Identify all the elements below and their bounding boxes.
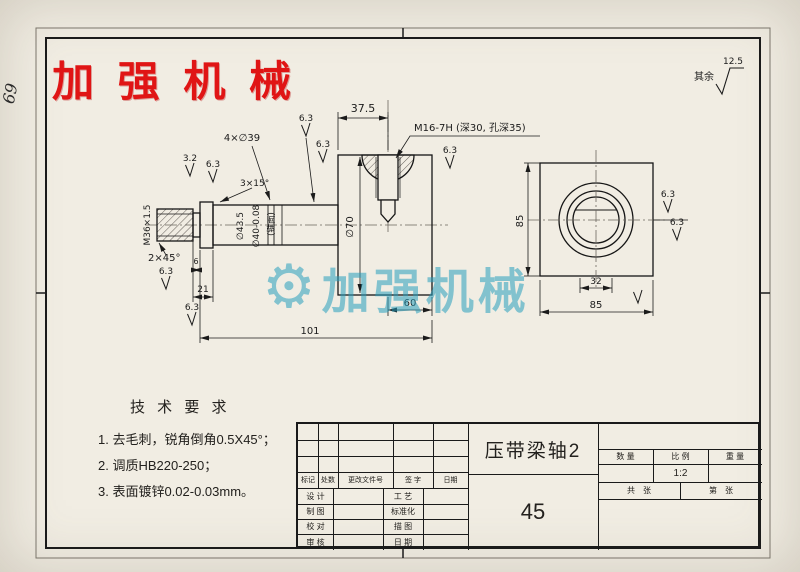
dim-chamfer-3x15: 3×15° bbox=[240, 179, 269, 189]
company-logo-text: 加 强 机 械 bbox=[52, 58, 298, 105]
title-block: 标记 处数 更改文件号 签 字 日期 设 计 工 艺 制 图 标准化 校 对 描… bbox=[296, 422, 762, 550]
sign-check: 校 对 bbox=[306, 522, 325, 531]
dim-85-side: 85 bbox=[515, 215, 526, 228]
dim-dia-70: ∅70 bbox=[345, 216, 356, 237]
sheet-border-frame bbox=[35, 27, 771, 559]
dim-101: 101 bbox=[300, 326, 319, 337]
tech-req-item: 1. 去毛刺，锐角倒角0.5X45°； bbox=[98, 432, 276, 447]
general-roughness-value: 12.5 bbox=[723, 57, 743, 67]
sign-standardization: 标准化 bbox=[391, 507, 415, 516]
material-grade: 45 bbox=[520, 499, 546, 524]
rev-header-docno: 更改文件号 bbox=[348, 477, 383, 484]
roughness-6-3: 6.3 bbox=[670, 218, 684, 228]
main-view bbox=[145, 100, 448, 296]
dim-21: 21 bbox=[197, 285, 208, 295]
dim-85-bottom: 85 bbox=[590, 300, 603, 311]
roughness-3-2: 3.2 bbox=[183, 154, 197, 164]
sheets-total: 共 张 bbox=[627, 486, 651, 495]
tech-req-title: 技 术 要 求 bbox=[130, 399, 231, 416]
end-view bbox=[528, 150, 665, 290]
sign-trace: 描 图 bbox=[393, 522, 413, 531]
dim-6: 6 bbox=[193, 257, 198, 266]
dimension-texts: 37.5 M16-7H (深30, 孔深35) 4×∅39 3.2 6.3 6.… bbox=[143, 102, 684, 337]
dim-dia-43-5: ∅43.5 bbox=[236, 212, 246, 240]
dim-chamfer-2x45: 2×45° bbox=[148, 253, 180, 264]
dim-dia-40: ∅40-0.08 bbox=[252, 204, 262, 247]
tech-req-item: 2. 调质HB220-250； bbox=[98, 458, 218, 473]
roughness-6-3: 6.3 bbox=[299, 114, 313, 124]
rev-header-signature: 签 字 bbox=[405, 477, 421, 484]
qty-label: 数 量 bbox=[616, 452, 635, 461]
weight-label: 重 量 bbox=[725, 452, 745, 461]
roughness-6-3: 6.3 bbox=[159, 267, 173, 277]
dim-groove-callout: 4×∅39 bbox=[224, 133, 260, 144]
roughness-6-3: 6.3 bbox=[316, 140, 330, 150]
dim-37-5: 37.5 bbox=[351, 102, 376, 115]
dim-60: 60 bbox=[404, 298, 417, 309]
technical-requirements: 技 术 要 求 1. 去毛刺，锐角倒角0.5X45°； 2. 调质HB220-2… bbox=[98, 396, 308, 505]
rev-header-mark: 标记 bbox=[301, 477, 315, 484]
sign-process: 工 艺 bbox=[393, 491, 413, 501]
scale-label: 比 例 bbox=[671, 452, 690, 461]
rev-header-date: 日期 bbox=[443, 477, 458, 484]
general-roughness-label: 其余 bbox=[694, 70, 714, 83]
part-name: 压带梁轴2 bbox=[484, 440, 582, 462]
roughness-6-3: 6.3 bbox=[443, 146, 457, 156]
roughness-6-3: 6.3 bbox=[206, 160, 220, 170]
dim-key-note: (键面) bbox=[266, 212, 277, 236]
roughness-6-3: 6.3 bbox=[185, 303, 199, 313]
end-view-square bbox=[539, 162, 654, 277]
sign-design: 设 计 bbox=[306, 491, 325, 501]
scale-value: 1:2 bbox=[673, 467, 688, 479]
sheet-number: 第 张 bbox=[709, 486, 733, 495]
dimensions bbox=[158, 112, 688, 343]
dim-thread-m36: M36×1.5 bbox=[143, 204, 153, 245]
sign-date: 日 期 bbox=[393, 537, 413, 547]
dim-thread-callout: M16-7H (深30, 孔深35) bbox=[414, 122, 526, 134]
sign-draft: 制 图 bbox=[306, 507, 325, 516]
sign-audit: 审 核 bbox=[306, 537, 325, 547]
dim-32: 32 bbox=[590, 277, 601, 287]
roughness-6-3: 6.3 bbox=[661, 190, 675, 200]
general-roughness-note: 其余 12.5 bbox=[694, 57, 744, 96]
rev-header-count: 处数 bbox=[321, 477, 335, 484]
tech-req-item: 3. 表面镀锌0.02-0.03mm。 bbox=[98, 484, 255, 499]
